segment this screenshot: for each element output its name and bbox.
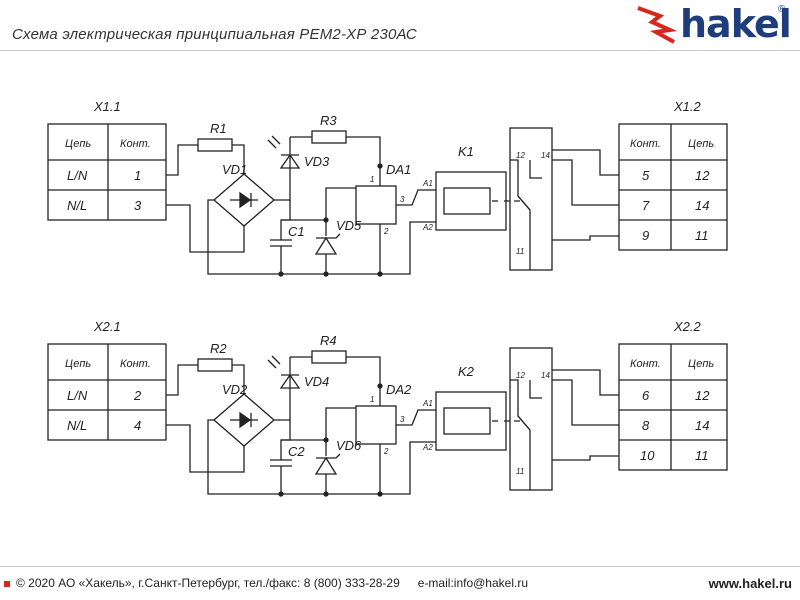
contact-pin: 11 (516, 467, 524, 476)
output-header-cell: Конт. (630, 358, 661, 370)
input-header-cell: Конт. (120, 138, 151, 150)
output-cell: 7 (642, 198, 650, 213)
resistor-label: R2 (210, 341, 227, 356)
resistor-label: R1 (210, 121, 227, 136)
input-cell: 2 (133, 388, 142, 403)
output-cell: 8 (642, 418, 650, 433)
contact-pin: 11 (516, 247, 524, 256)
output-cell: 14 (695, 418, 709, 433)
bridge-label: VD1 (222, 162, 247, 177)
zener-label: VD6 (336, 438, 362, 453)
logo-text: hakel (680, 2, 792, 46)
output-cell: 11 (695, 448, 709, 463)
input-cell: N/L (67, 418, 87, 433)
footer-email-link[interactable]: e-mail:info@hakel.ru (417, 576, 528, 590)
output-cell: 10 (640, 448, 655, 463)
input-cell: 3 (134, 198, 142, 213)
lightning-logo-icon (637, 6, 678, 44)
input-cell: L/N (67, 168, 88, 183)
input-connector-label: X1.1 (93, 99, 121, 114)
footer-copyright: © 2020 АО «Хакель», г.Санкт-Петербург, т… (16, 576, 400, 590)
output-cell: 12 (695, 388, 710, 403)
zener-label: VD5 (336, 218, 362, 233)
relay-label: K2 (458, 364, 475, 379)
relay-pin: A1 (422, 179, 433, 188)
output-header-cell: Цепь (688, 138, 714, 150)
output-cell: 11 (695, 228, 709, 243)
input-header-cell: Цепь (65, 358, 91, 370)
input-cell: 1 (134, 168, 141, 183)
ic-pin: 3 (400, 415, 405, 424)
relay-pin: A2 (422, 443, 433, 452)
input-cell: N/L (67, 198, 87, 213)
bridge-label: VD2 (222, 382, 248, 397)
ic-label: DA2 (386, 382, 412, 397)
contact-pin: 12 (516, 151, 525, 160)
output-connector-label: X2.2 (673, 319, 702, 334)
capacitor-label: C2 (288, 444, 305, 459)
input-connector-label: X2.1 (93, 319, 121, 334)
output-header-cell: Цепь (688, 358, 714, 370)
output-cell: 5 (642, 168, 650, 183)
relay-pin: A2 (422, 223, 433, 232)
output-cell: 9 (642, 228, 649, 243)
output-header-cell: Конт. (630, 138, 661, 150)
ic-pin: 3 (400, 195, 405, 204)
contact-pin: 12 (516, 371, 525, 380)
contact-pin: 14 (541, 371, 550, 380)
led-label: VD4 (304, 374, 329, 389)
resistor-label: R4 (320, 333, 337, 348)
header-divider (0, 50, 800, 51)
input-cell: 4 (134, 418, 141, 433)
input-cell: L/N (67, 388, 88, 403)
bullet-icon (4, 580, 10, 587)
footer: © 2020 АО «Хакель», г.Санкт-Петербург, т… (4, 576, 528, 590)
output-cell: 12 (695, 168, 710, 183)
ic-label: DA1 (386, 162, 411, 177)
output-cell: 14 (695, 198, 709, 213)
contact-pin: 14 (541, 151, 550, 160)
ic-pin: 1 (370, 175, 374, 184)
relay-label: K1 (458, 144, 474, 159)
relay-pin: A1 (422, 399, 433, 408)
hakel-logo: hakel ® (630, 2, 792, 48)
capacitor-label: C1 (288, 224, 305, 239)
page-title: Схема электрическая принципиальная РЕМ2-… (12, 26, 417, 43)
input-header-cell: Цепь (65, 138, 91, 150)
ic-pin: 1 (370, 395, 374, 404)
resistor-label: R3 (320, 113, 337, 128)
input-header-cell: Конт. (120, 358, 151, 370)
footer-divider (0, 566, 800, 567)
ic-pin: 2 (383, 447, 389, 456)
output-cell: 6 (642, 388, 650, 403)
footer-site-link[interactable]: www.hakel.ru (708, 576, 792, 591)
ic-pin: 2 (383, 227, 389, 236)
logo-registered: ® (778, 4, 786, 15)
output-connector-label: X1.2 (673, 99, 702, 114)
led-label: VD3 (304, 154, 330, 169)
